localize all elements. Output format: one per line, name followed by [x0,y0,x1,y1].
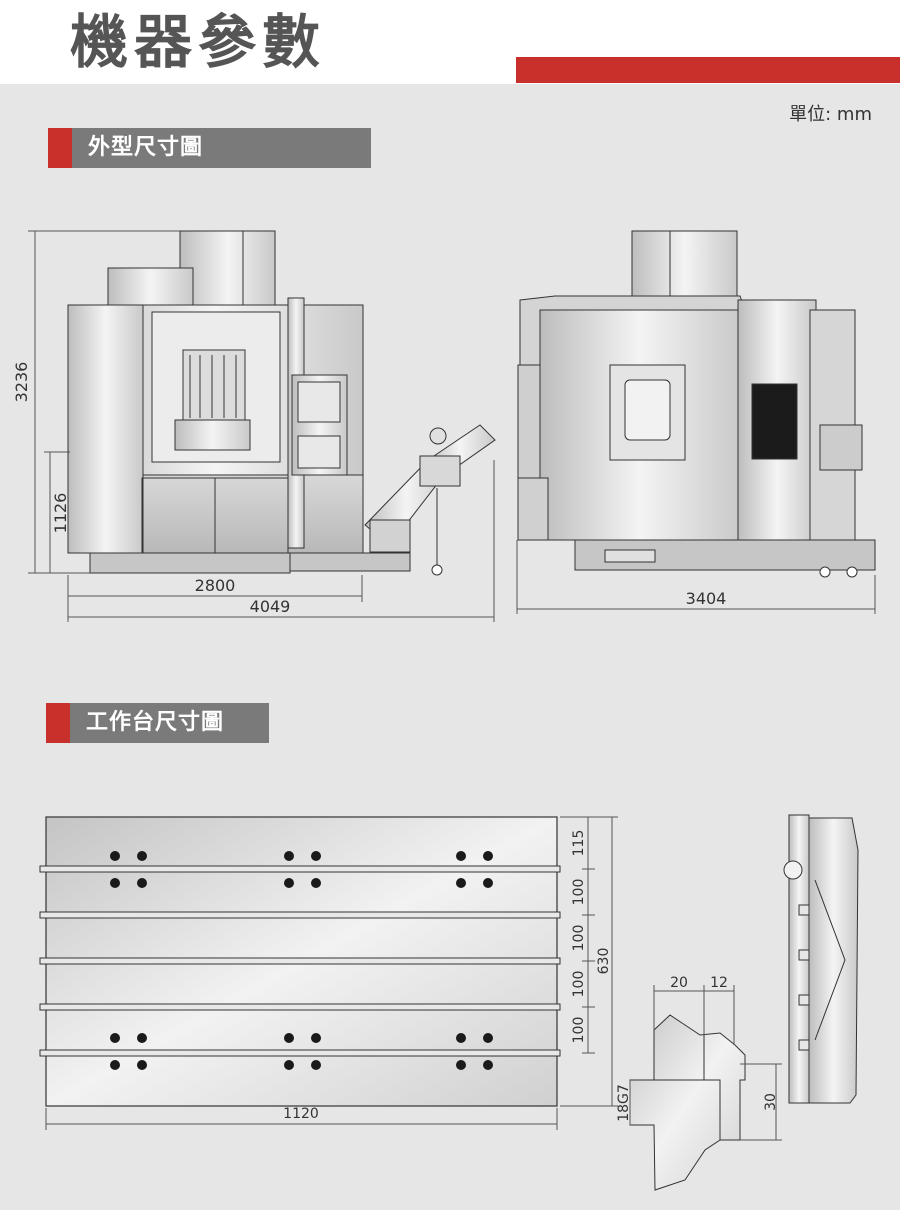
t-slot-section [629,1014,746,1191]
dim-spacing-4: 100 [571,1017,587,1044]
unit-label: 單位: mm [789,104,872,125]
t-slot-3 [39,957,561,965]
dim-width-total: 4049 [250,597,291,616]
dim-spacing-2: 100 [571,925,587,952]
dim-slot-depth: 30 [763,1093,779,1111]
front-view-drawing [67,230,496,576]
t-slot-5 [39,1049,561,1057]
table-top-view [39,816,561,1107]
dim-slot-b: 12 [710,975,728,991]
motor-box [107,267,194,309]
t-slot-2 [39,911,561,919]
t-slot-detail [629,1014,746,1191]
table-side-body [808,817,859,1104]
dim-width-machine: 2800 [195,576,236,595]
section-title-table: 工作台尺寸圖 [86,710,225,735]
dim-depth-total: 3404 [686,589,727,608]
dim-table-length: 1120 [283,1106,319,1122]
section-marker [48,128,72,168]
section-marker [46,703,70,743]
worktable-front [174,419,251,451]
dim-spacing-1: 100 [571,879,587,906]
dim-spacing-3: 100 [571,971,587,998]
machine-base [89,552,291,574]
column-top [631,230,738,302]
accent-bar [516,57,900,83]
side-dimensions [516,540,876,614]
dim-table-width: 630 [596,948,612,975]
t-slot-1 [39,865,561,873]
dim-slot-a: 20 [670,975,688,991]
spindle-head [179,230,276,307]
page-header: 機器參數 [0,0,900,84]
table-dimensions [45,816,618,1130]
table-side-section [783,814,859,1104]
section-header-outline: 外型尺寸圖 [48,128,371,168]
dim-slot-fit: 18G7 [616,1084,632,1122]
dim-spacing-top: 115 [571,830,587,857]
mounting-holes [110,851,493,1070]
dim-height-total: 3236 [12,362,31,403]
dim-height-table: 1126 [51,493,70,534]
section-header-table: 工作台尺寸圖 [46,703,269,743]
page-title: 機器參數 [70,8,327,76]
left-door [67,304,144,554]
t-slot-4 [39,1003,561,1011]
cabinet-vent [751,383,798,460]
section-title-outline: 外型尺寸圖 [88,135,204,160]
side-view-drawing [517,230,876,578]
t-slot-dimensions [629,985,782,1141]
front-dimensions [28,230,495,622]
